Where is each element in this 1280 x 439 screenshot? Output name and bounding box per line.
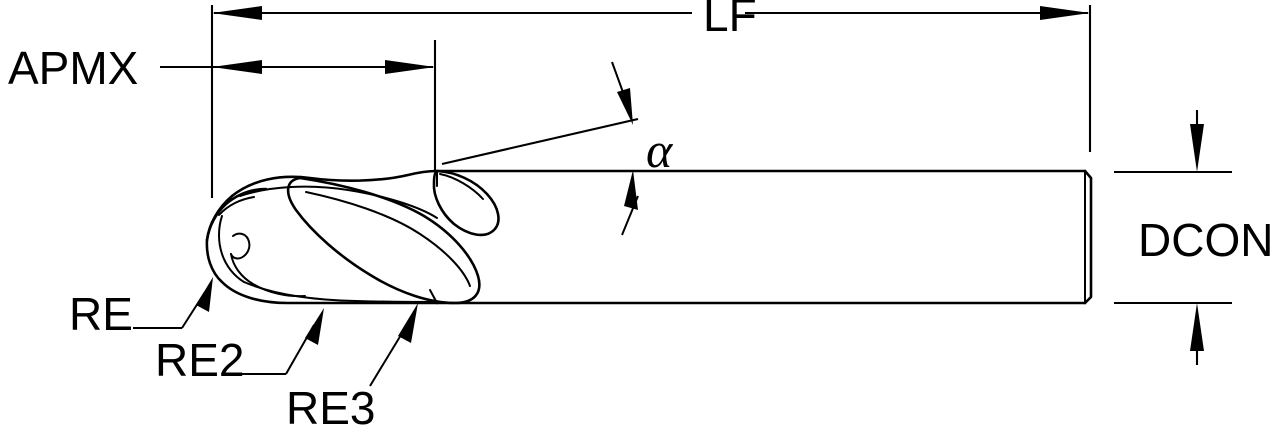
relief-face-lower — [243, 281, 438, 303]
re-arrowhead — [196, 277, 213, 312]
dimension-apmx: APMX — [8, 40, 437, 172]
flute-primary-land — [305, 191, 471, 287]
flute-shank-junction-bottom — [429, 289, 438, 304]
tip-cutting-edge-notch — [230, 232, 251, 260]
flute-secondary-land — [439, 173, 484, 200]
re2-label: RE2 — [155, 334, 244, 386]
tip-radius-inner — [218, 196, 255, 216]
tool-cutting-head — [205, 169, 500, 305]
re3-arrowhead — [398, 303, 418, 343]
apmx-arrowhead-right — [385, 60, 435, 74]
re-label: RE — [69, 288, 133, 340]
dcon-arrowhead-bottom — [1190, 303, 1204, 351]
alpha-symbol: α — [646, 122, 674, 178]
dimension-dcon: DCON — [1114, 110, 1273, 365]
re3-leader-diagonal — [369, 329, 405, 387]
lf-label: LF — [703, 0, 757, 41]
alpha-arrowhead-lower — [624, 170, 638, 210]
re2-arrowhead — [305, 308, 324, 345]
shank-end-chamfer — [1083, 169, 1093, 305]
tool-shank — [435, 169, 1093, 305]
callout-re: RE — [69, 277, 213, 340]
tip-pocket-left — [218, 215, 245, 283]
lf-arrowhead-right — [1040, 6, 1090, 20]
flute-secondary-gash — [432, 169, 500, 237]
dcon-arrowhead-top — [1190, 124, 1204, 172]
ball-nose-lower-profile — [205, 238, 439, 305]
rake-face-upper — [239, 185, 438, 219]
apmx-label: APMX — [8, 42, 138, 94]
dimension-alpha: α — [441, 61, 674, 236]
callout-re3: RE3 — [286, 303, 418, 434]
alpha-taper-reference-line — [441, 117, 639, 166]
apmx-arrowhead-left — [212, 60, 262, 74]
dcon-label: DCON — [1138, 214, 1273, 266]
callout-re2: RE2 — [155, 308, 324, 386]
alpha-arrowhead-upper — [617, 88, 633, 125]
lf-arrowhead-left — [212, 6, 262, 20]
ball-nose-upper-profile — [205, 169, 439, 242]
tip-radius-outer — [205, 187, 268, 242]
flute-primary-gash — [286, 176, 481, 305]
re3-label: RE3 — [286, 382, 375, 434]
dimension-lf: LF — [210, 0, 1092, 198]
